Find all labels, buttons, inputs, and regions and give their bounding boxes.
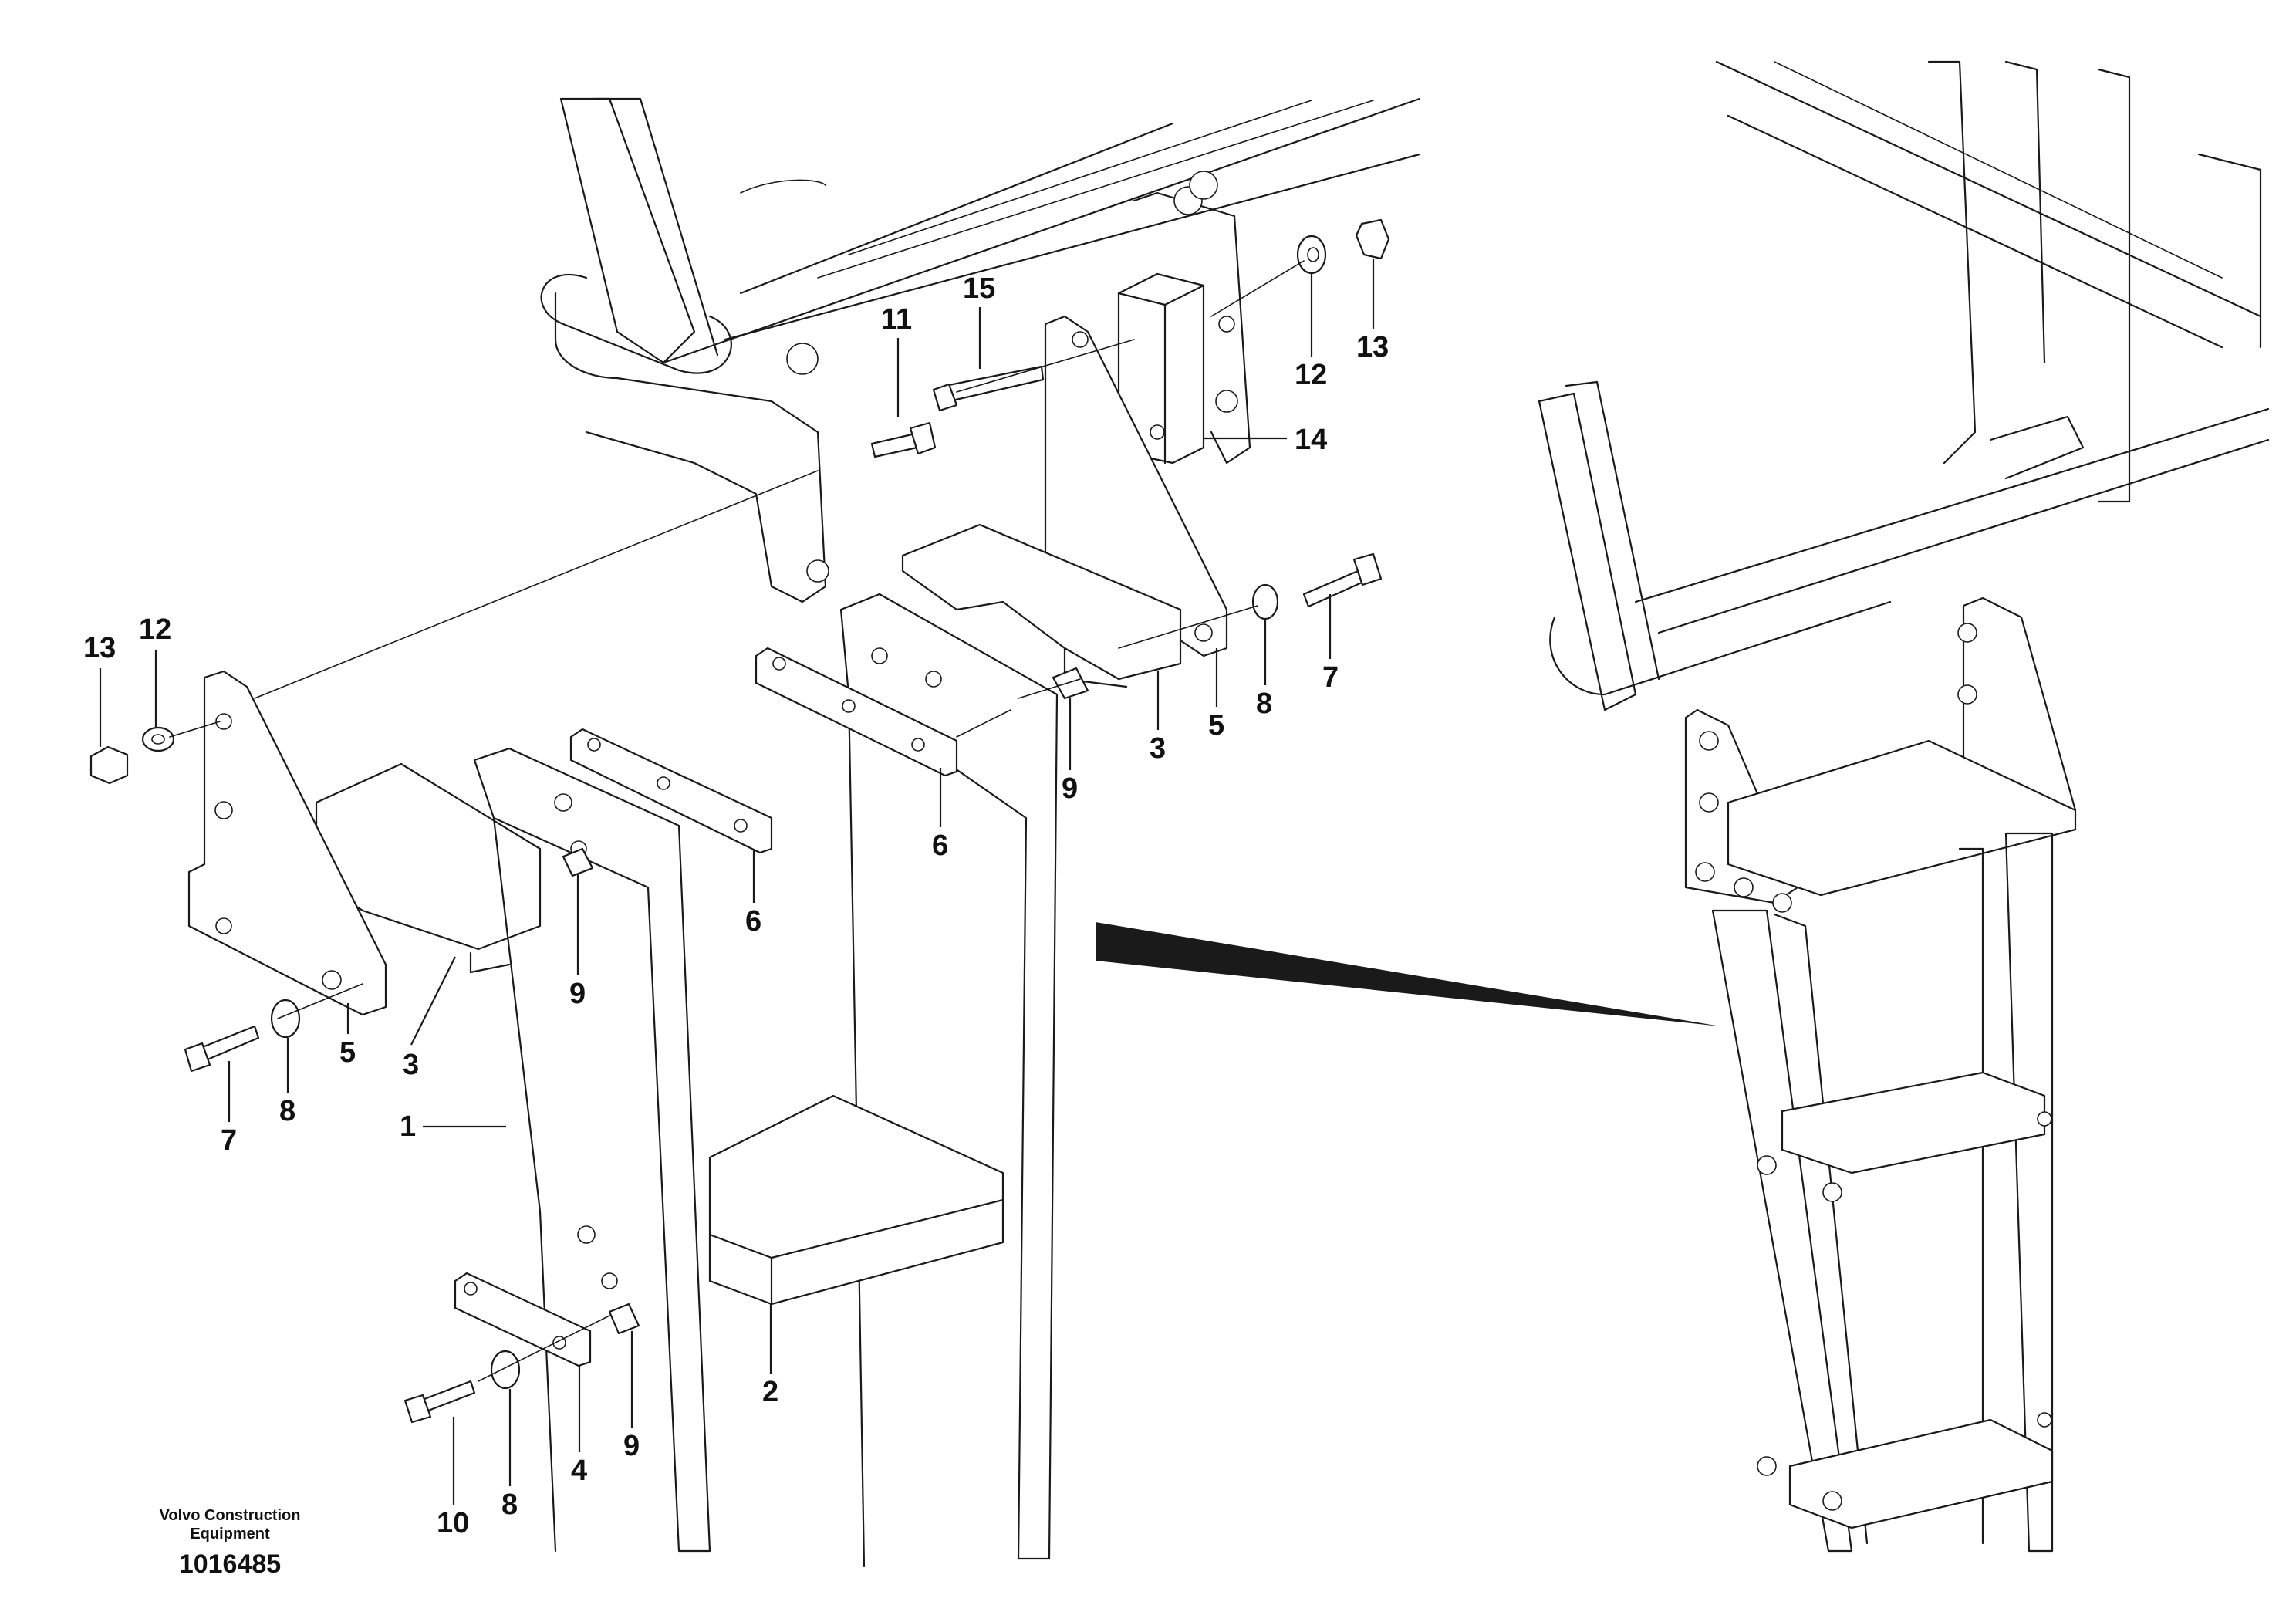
callout-3-right: 3	[1150, 732, 1166, 765]
assembled-view	[1538, 60, 2270, 1553]
step-ladder-assembly	[473, 593, 1059, 1568]
assembled-middle-step	[1781, 1071, 2046, 1174]
callout-12-left: 12	[139, 613, 171, 646]
clamp-plate-6-upper	[755, 647, 958, 777]
spacer-9-upper	[1052, 667, 1089, 700]
assembly-axis-line	[254, 470, 819, 699]
assembled-bottom-step	[1788, 1418, 2054, 1529]
detail-pointer-wedge	[1096, 922, 1720, 1026]
publisher-line-2: Equipment	[190, 1526, 270, 1543]
machine-frame	[540, 97, 1421, 603]
callout-4: 4	[571, 1455, 587, 1487]
assembled-top-step	[1727, 739, 2077, 897]
cross-member-3-upper	[901, 523, 1182, 681]
upper-bracket-assembly	[901, 272, 1228, 688]
callout-5-right: 5	[1208, 709, 1224, 742]
callout-12-upper: 12	[1295, 359, 1327, 391]
callout-2: 2	[762, 1376, 778, 1408]
callout-7-right: 7	[1322, 661, 1339, 694]
publisher-line-1: Volvo Construction	[160, 1507, 301, 1524]
document-number: 1016485	[179, 1549, 281, 1579]
bolt-10	[419, 1380, 476, 1414]
washer-8-left	[270, 999, 301, 1039]
publisher-caption: Volvo Construction Equipment 1016485	[160, 1507, 301, 1579]
callout-8-lower: 8	[501, 1489, 518, 1521]
callout-8-right: 8	[1256, 688, 1272, 720]
mounting-plate-5-lower	[187, 670, 387, 1016]
nut-13-upper	[1355, 218, 1390, 260]
callout-5-left: 5	[339, 1036, 356, 1069]
callout-8-left: 8	[279, 1095, 295, 1127]
spacer-9-lower	[608, 1303, 640, 1335]
callout-1: 1	[400, 1110, 416, 1143]
callout-13-left: 13	[83, 632, 116, 664]
callout-15: 15	[963, 272, 995, 305]
callout-6-upper: 6	[932, 830, 948, 862]
callout-14: 14	[1295, 424, 1327, 456]
callout-labels: 15 11 12 13 14 13 12 8 7 5 3 9 6	[83, 259, 1389, 1539]
left-bracket-assembly	[187, 670, 542, 1016]
callout-6-lower: 6	[745, 905, 761, 938]
step-tread-2	[708, 1094, 1004, 1306]
callout-9-lower: 9	[623, 1430, 640, 1462]
clamp-plate-6-lower	[569, 728, 773, 854]
nut-13-left	[89, 745, 129, 785]
callout-9-middle: 9	[569, 978, 586, 1010]
callout-9-upper: 9	[1062, 772, 1078, 805]
side-rail-left	[473, 747, 711, 1553]
callout-7-left: 7	[221, 1124, 237, 1157]
callout-11: 11	[881, 303, 912, 336]
spacer-9-middle	[562, 847, 594, 877]
bolt-7-right	[1302, 569, 1363, 608]
callout-10: 10	[437, 1507, 469, 1539]
bolt-15	[944, 365, 1045, 403]
callout-3-left: 3	[403, 1049, 419, 1081]
fasteners	[89, 218, 1390, 1424]
callout-13-upper: 13	[1356, 331, 1389, 363]
washer-8-lower	[490, 1350, 521, 1390]
washer-8-right	[1251, 583, 1279, 620]
